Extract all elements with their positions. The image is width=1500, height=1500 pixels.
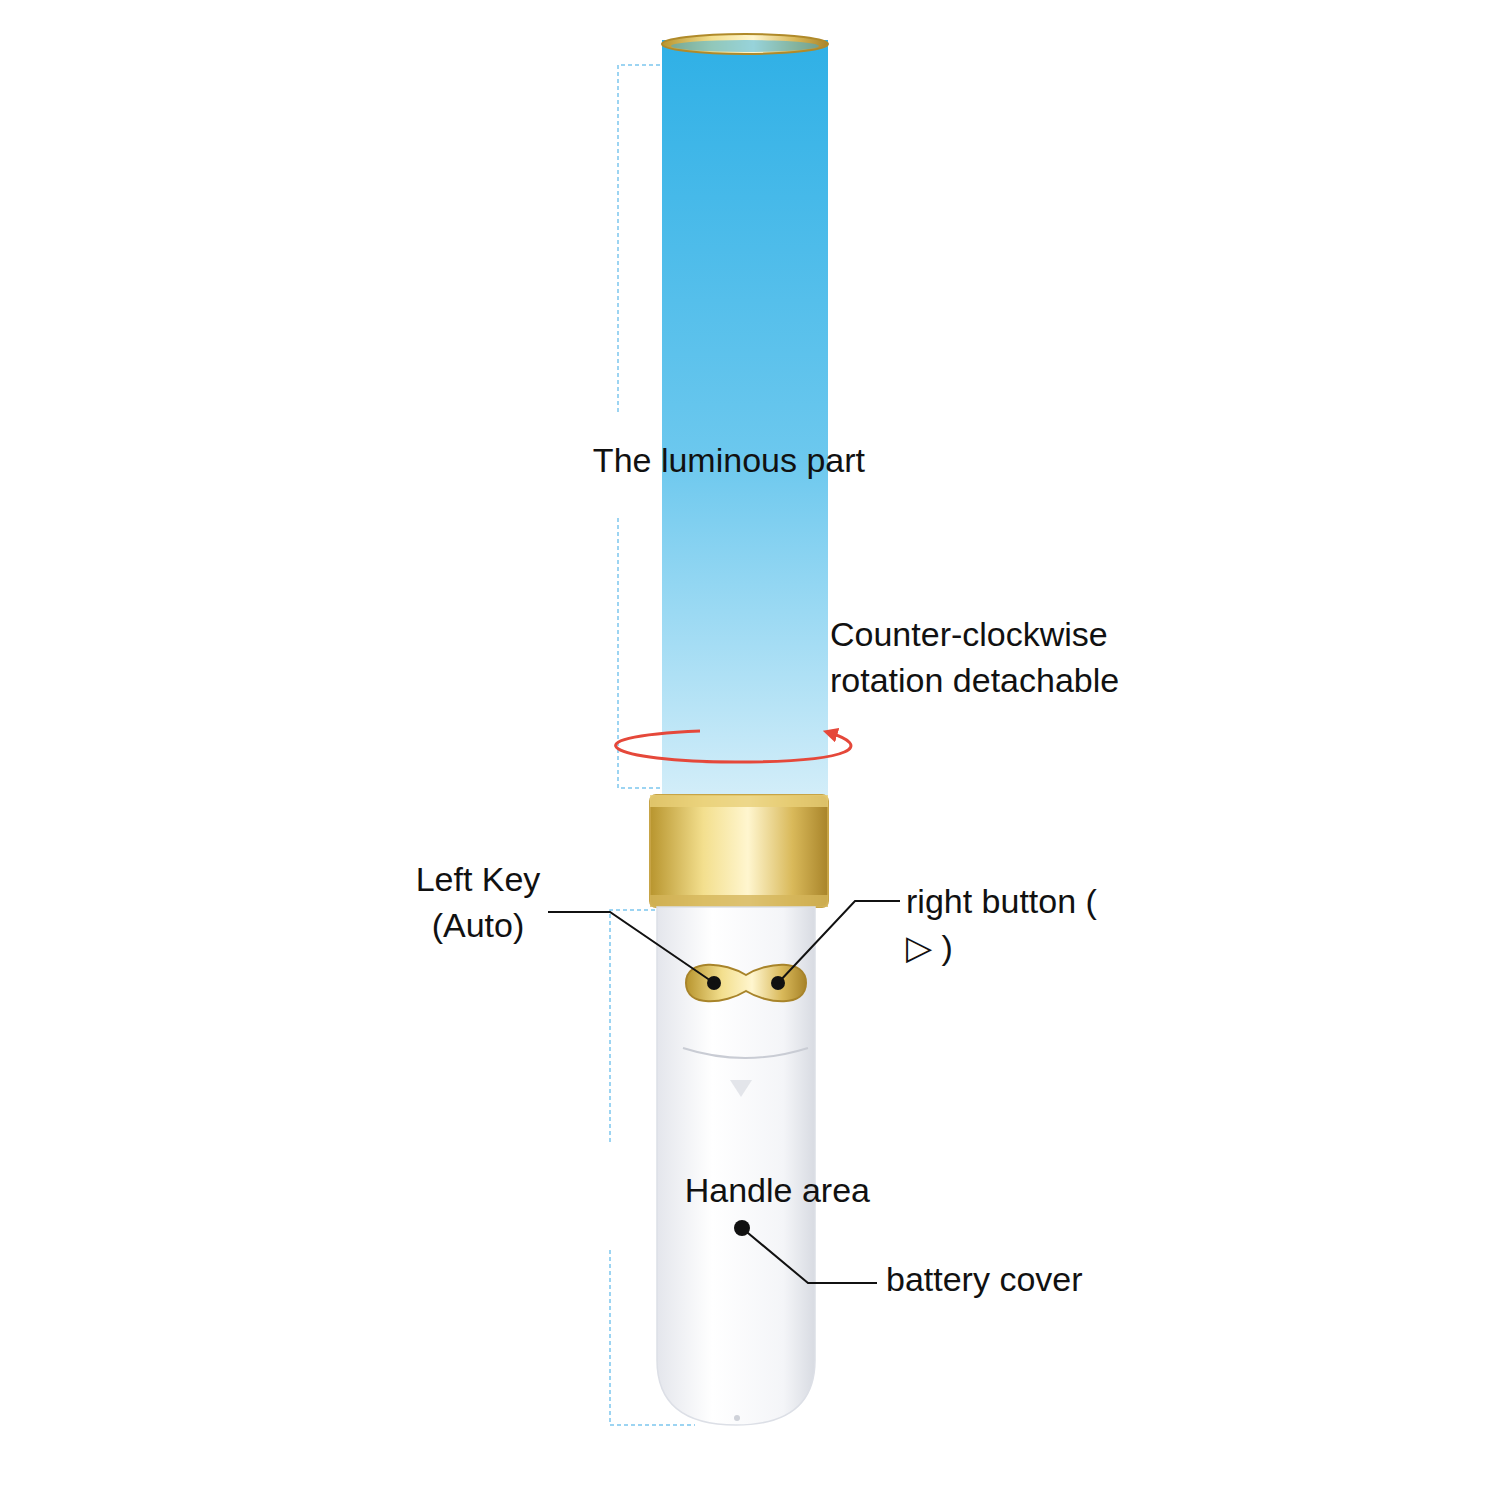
part-label: Handle area <box>685 1168 870 1214</box>
part-label: right button ( ▷ ) <box>906 879 1131 971</box>
leader-line <box>548 901 900 1283</box>
gold-ring <box>650 795 828 907</box>
luminous-tube <box>662 40 828 800</box>
part-label: The luminous part <box>593 438 865 484</box>
part-label: Left Key (Auto) <box>393 857 563 949</box>
battery-cover-dot <box>734 1220 750 1236</box>
button-plate <box>686 965 806 1002</box>
part-label: Counter-clockwise rotation detachable <box>830 612 1175 704</box>
handle <box>657 907 815 1425</box>
top-cap <box>662 34 828 54</box>
battery-cover-seam <box>683 1048 808 1058</box>
part-label: battery cover <box>886 1257 1083 1303</box>
cover-triangle <box>730 1080 752 1097</box>
rotation-arrow <box>616 731 851 762</box>
